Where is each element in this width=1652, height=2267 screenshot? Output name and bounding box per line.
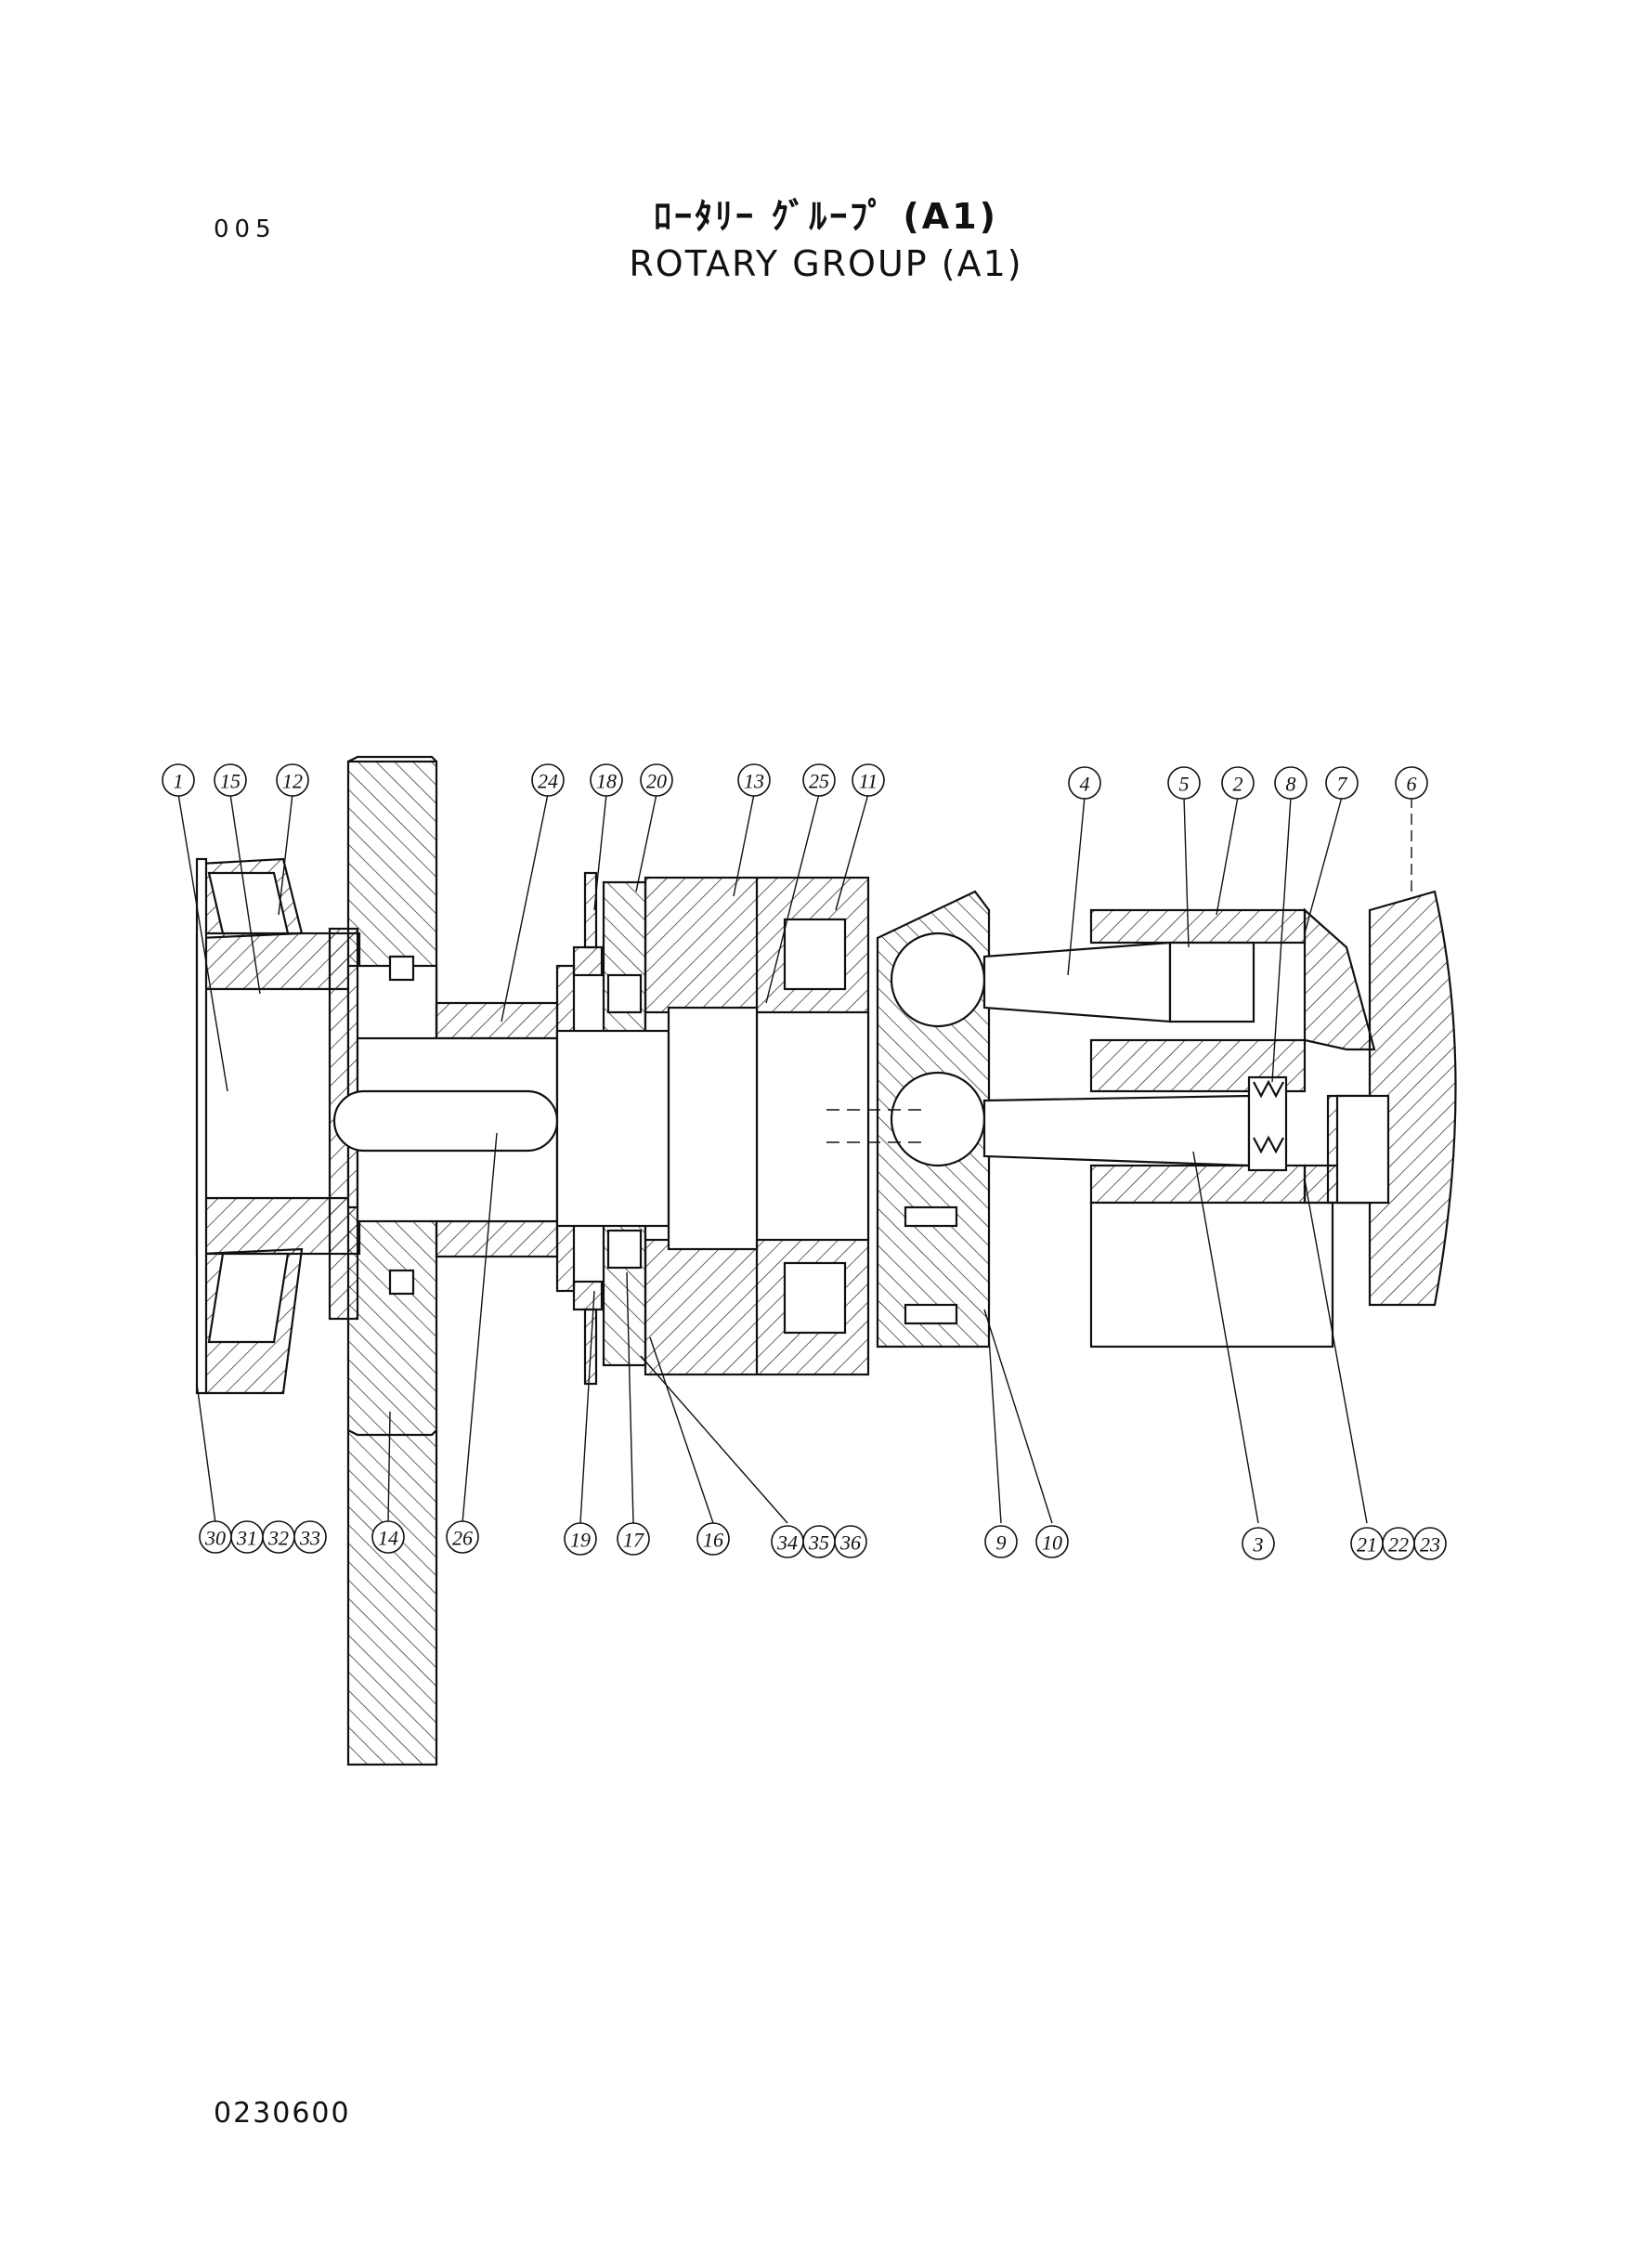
callout-9 [984,1525,1018,1558]
callout-label: 9 [996,1531,1007,1555]
callout-24 [531,763,565,797]
callout-20 [640,763,673,797]
callout-label: 15 [220,770,241,793]
callout-label: 7 [1337,773,1348,796]
callout-8 [1274,766,1307,800]
title-japanese: ﾛｰﾀﾘｰ ｸﾞﾙｰﾌﾟ (A1) [653,196,999,237]
callout-label: 20 [646,770,667,793]
callout-label: 10 [1042,1531,1062,1555]
callout-15 [214,763,247,797]
callout-label: 31 [236,1527,257,1550]
callout-labels: 1 15 12 24 18 20 13 25 11 4 5 2 8 7 6 30… [174,770,1441,1557]
callout-label: 4 [1080,773,1090,796]
callout-18 [590,763,623,797]
callout-13 [737,763,771,797]
callout-16 [696,1522,730,1556]
callout-5 [1167,766,1201,800]
callout-11 [852,763,885,797]
callout-label: 26 [452,1527,473,1550]
callout-26 [446,1520,479,1554]
callout-label: 14 [378,1527,398,1550]
page-number: 005 [214,215,277,243]
callout-label: 12 [282,770,303,793]
callout-label: 13 [744,770,764,793]
callout-label: 35 [808,1531,829,1555]
callout-label: 19 [570,1529,591,1552]
callout-label: 33 [299,1527,320,1550]
callout-6 [1395,766,1428,800]
callout-label: 17 [623,1529,644,1552]
callout-label: 32 [267,1527,289,1550]
title-english: ROTARY GROUP (A1) [629,243,1023,284]
callout-19 [564,1522,597,1556]
callout-10 [1035,1525,1069,1558]
callout-label: 22 [1388,1533,1409,1557]
callout-33 [293,1520,327,1554]
callout-3 [1242,1527,1275,1560]
callout-label: 21 [1357,1533,1377,1557]
callout-label: 1 [174,770,184,793]
callout-label: 2 [1233,773,1243,796]
callout-7 [1325,766,1359,800]
callout-label: 3 [1253,1533,1264,1557]
callout-label: 24 [538,770,558,793]
callout-circles [162,763,1447,1560]
callout-label: 16 [703,1529,723,1552]
callout-17 [617,1522,650,1556]
callout-label: 18 [596,770,617,793]
callout-label: 36 [839,1531,861,1555]
callout-36 [834,1525,867,1558]
callout-label: 25 [809,770,829,793]
callout-4 [1068,766,1101,800]
callout-label: 11 [859,770,878,793]
callout-label: 23 [1420,1533,1440,1557]
document-code: 0230600 [214,2097,351,2130]
callout-label: 6 [1407,773,1417,796]
leader-lines [177,793,1412,1524]
callout-label: 8 [1286,773,1296,796]
callout-23 [1413,1527,1447,1560]
parts-drawing [195,755,1457,1766]
callout-25 [802,763,836,797]
callout-label: 34 [776,1531,798,1555]
callout-label: 30 [204,1527,226,1550]
callout-12 [276,763,309,797]
callout-2 [1221,766,1255,800]
callout-14 [371,1520,405,1554]
callout-1 [162,763,195,797]
callout-label: 5 [1179,773,1190,796]
